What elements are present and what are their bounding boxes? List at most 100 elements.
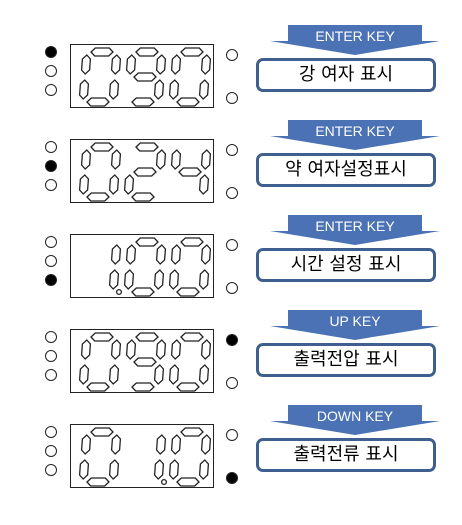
seven-segment-display — [70, 329, 214, 393]
segment-upper-right — [155, 244, 167, 265]
segment-upper-right — [110, 244, 122, 265]
arrow-shape — [270, 310, 440, 340]
segment-bottom — [176, 382, 200, 392]
digit-0 — [78, 47, 122, 107]
segment-upper-left — [170, 54, 182, 75]
led-left-3 — [45, 179, 57, 191]
segment-upper-left — [80, 339, 92, 360]
segment-top — [180, 237, 204, 247]
key-arrow: ENTER KEY — [270, 120, 440, 150]
segment-bottom — [86, 477, 110, 487]
led-right-1 — [226, 429, 238, 441]
digit-svg — [78, 142, 212, 202]
led-right-1 — [226, 144, 238, 156]
row-output-voltage: UP KEY 출력전압 표시 — [0, 305, 462, 405]
led-left-2 — [45, 160, 57, 172]
segment-bottom — [176, 477, 200, 487]
segment-upper-right — [200, 149, 212, 170]
led-left-2 — [45, 255, 57, 267]
digit-0 — [123, 237, 167, 297]
segment-lower-left — [78, 459, 90, 480]
segment-lower-right — [108, 459, 120, 480]
segment-upper-right — [155, 339, 167, 360]
digit-4 — [170, 149, 212, 195]
segment-upper-right — [200, 244, 212, 265]
segment-upper-right — [155, 434, 167, 455]
segment-top — [180, 427, 204, 437]
led-right-2 — [226, 472, 238, 484]
digit-0 — [78, 332, 122, 392]
segment-bottom — [86, 192, 110, 202]
key-arrow: ENTER KEY — [270, 215, 440, 245]
segment-lower-right — [198, 269, 210, 290]
segment-middle — [133, 357, 157, 367]
led-left-2 — [45, 350, 57, 362]
digit-9 — [125, 47, 167, 107]
decimal-point — [115, 288, 123, 296]
segment-lower-left — [168, 364, 180, 385]
arrow-shape — [270, 405, 440, 435]
decimal-point — [160, 478, 168, 486]
segment-bottom — [86, 382, 110, 392]
digit-0 — [78, 142, 122, 202]
segment-upper-right — [110, 54, 122, 75]
mode-label: 강 여자 표시 — [256, 58, 436, 92]
arrow-shape — [270, 25, 440, 55]
segment-upper-left — [125, 339, 137, 360]
led-left-2 — [45, 65, 57, 77]
arrow-shape — [270, 120, 440, 150]
segment-bottom — [86, 97, 110, 107]
segment-lower-left — [168, 459, 180, 480]
segment-upper-left — [170, 149, 182, 170]
segment-lower-right — [153, 459, 165, 480]
segment-bottom — [176, 97, 200, 107]
segment-top — [180, 332, 204, 342]
key-label: DOWN KEY — [316, 408, 394, 424]
segment-lower-left — [123, 269, 135, 290]
led-left-1 — [45, 46, 57, 58]
row-output-current: DOWN KEY 출력전류 표시 — [0, 400, 462, 500]
digit-1 — [108, 244, 122, 290]
seven-segment-display — [70, 234, 214, 298]
digit-svg — [108, 237, 212, 297]
segment-lower-left — [123, 174, 135, 195]
row-strong-excitation: ENTER KEY 강 여자 표시 — [0, 20, 462, 120]
segment-upper-right — [200, 339, 212, 360]
digit-0 — [78, 427, 122, 487]
led-left-3 — [45, 274, 57, 286]
segment-top — [135, 47, 159, 57]
key-label: ENTER KEY — [315, 218, 395, 234]
digit-1 — [153, 434, 167, 480]
segment-lower-right — [198, 364, 210, 385]
led-left-1 — [45, 141, 57, 153]
digit-0 — [168, 237, 212, 297]
segment-bottom — [131, 287, 155, 297]
segment-bottom — [131, 97, 155, 107]
digit-9 — [125, 332, 167, 392]
segment-top — [180, 47, 204, 57]
segment-upper-right — [110, 339, 122, 360]
led-left-3 — [45, 84, 57, 96]
segment-top — [90, 142, 114, 152]
segment-bottom — [131, 192, 155, 202]
segment-lower-right — [153, 269, 165, 290]
segment-lower-right — [108, 79, 120, 100]
led-right-1 — [226, 334, 238, 346]
segment-lower-right — [108, 174, 120, 195]
led-left-3 — [45, 464, 57, 476]
segment-middle — [178, 167, 202, 177]
segment-upper-right — [200, 434, 212, 455]
digit-svg — [78, 332, 212, 392]
led-left-2 — [45, 445, 57, 457]
seven-segment-display — [70, 424, 214, 488]
segment-lower-right — [153, 364, 165, 385]
segment-upper-left — [125, 54, 137, 75]
key-label: ENTER KEY — [315, 123, 395, 139]
segment-top — [135, 332, 159, 342]
seven-segment-display — [70, 44, 214, 108]
digit-svg — [78, 47, 212, 107]
led-left-1 — [45, 236, 57, 248]
key-label: ENTER KEY — [315, 28, 395, 44]
digit-0 — [168, 47, 212, 107]
segment-upper-left — [80, 54, 92, 75]
